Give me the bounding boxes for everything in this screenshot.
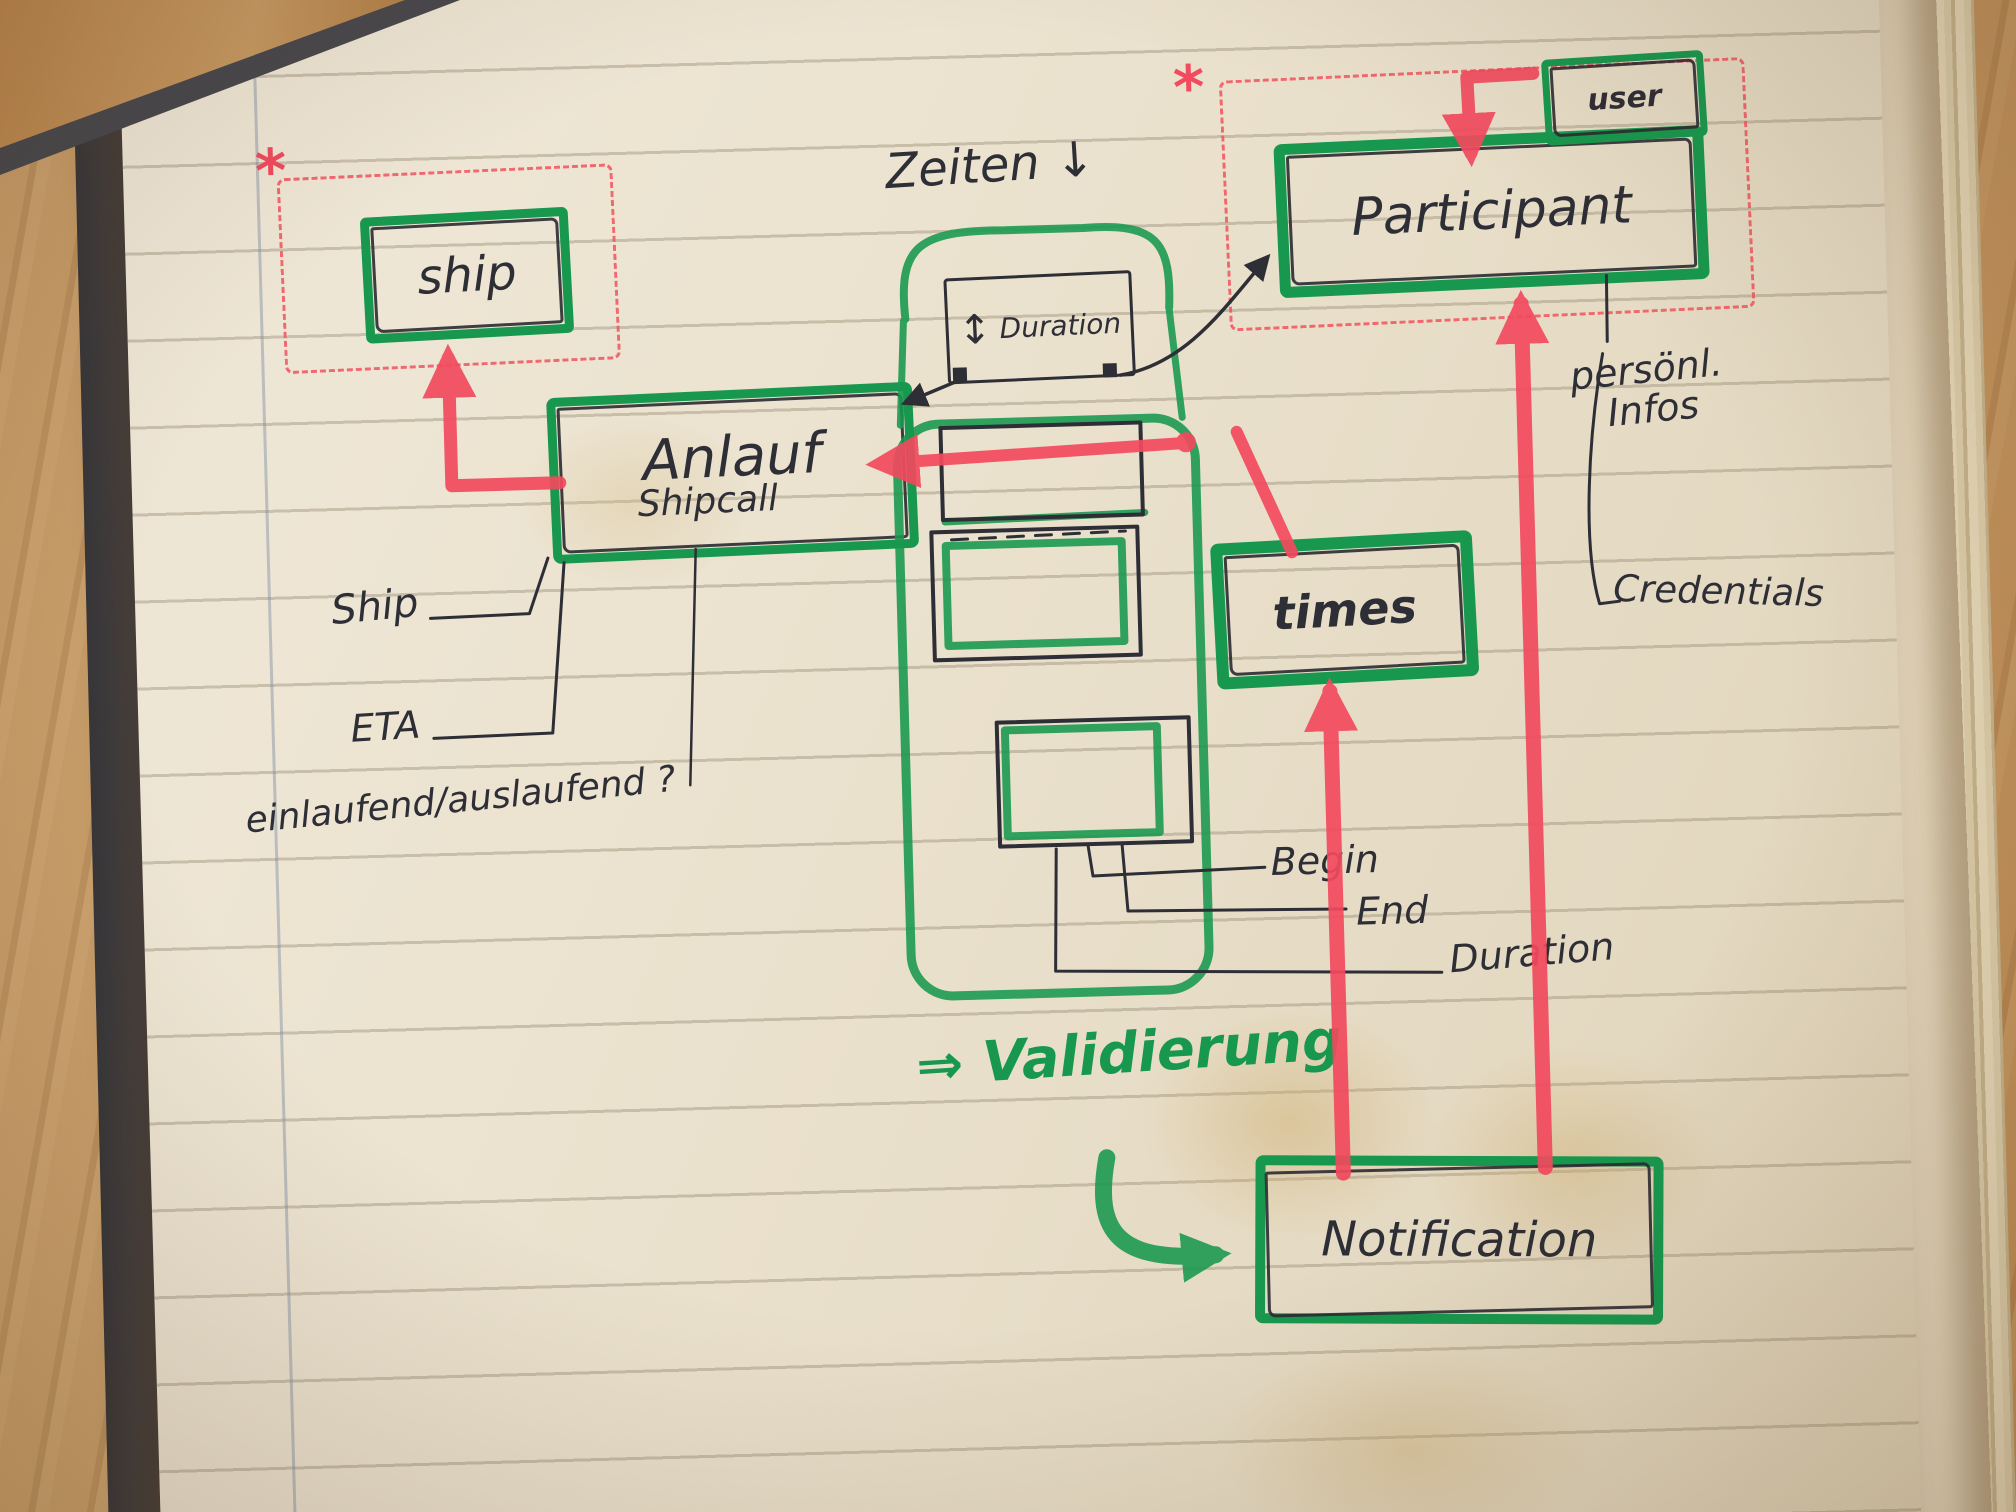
attr-eta: ETA bbox=[349, 702, 422, 751]
ship-entity-box: ship bbox=[359, 206, 575, 344]
shipcall-entity-box: Anlauf Shipcall bbox=[546, 381, 920, 565]
zeiten-heading: Zeiten ↓ bbox=[883, 131, 1097, 201]
attr-personal-info-line2: Infos bbox=[1605, 382, 1702, 436]
time-row-b-outline bbox=[929, 524, 1143, 663]
eta-attr-connector bbox=[432, 561, 566, 740]
asterisk-participant: * bbox=[1172, 52, 1206, 124]
times-entity-box: times bbox=[1209, 529, 1480, 690]
participant-entity-box: Participant bbox=[1273, 124, 1710, 299]
row-divider-dashed bbox=[950, 529, 1127, 542]
duration-field-label: Duration bbox=[998, 306, 1122, 346]
notification-entity-box: Notification bbox=[1255, 1155, 1664, 1325]
times-box-label: times bbox=[1271, 579, 1419, 641]
time-row-c-outline bbox=[994, 715, 1195, 849]
attr-in-out: einlaufend/auslaufend ? bbox=[243, 758, 678, 842]
paper-stain bbox=[1216, 1334, 1603, 1512]
attr-ship: Ship bbox=[329, 579, 421, 635]
time-row-c-green bbox=[1000, 722, 1164, 841]
times-branch-line bbox=[1230, 425, 1299, 559]
ship-attr-connector bbox=[429, 556, 550, 620]
notification-to-participant-arrow bbox=[1495, 289, 1553, 1175]
green-marker-strokes bbox=[892, 223, 1232, 1283]
duration-field-box: ↕ Duration bbox=[943, 270, 1136, 385]
begin-connector bbox=[1086, 844, 1267, 878]
time-row-a-outline bbox=[938, 420, 1145, 523]
validation-curved-arrow bbox=[1095, 1149, 1232, 1283]
attr-credentials: Credentials bbox=[1612, 566, 1825, 615]
in-out-connector bbox=[689, 547, 697, 787]
times-group-outline bbox=[892, 413, 1214, 1001]
bracket-right-leg bbox=[1165, 306, 1186, 421]
participant-box-label: Participant bbox=[1350, 175, 1634, 248]
user-entity-box: user bbox=[1540, 49, 1709, 146]
time-row-a-underline bbox=[941, 508, 1149, 526]
times-line-dot bbox=[1175, 432, 1196, 453]
attr-duration: Duration bbox=[1447, 924, 1616, 982]
updown-arrow-icon: ↕ bbox=[957, 306, 993, 354]
shipcall-box-sublabel: Shipcall bbox=[636, 477, 779, 526]
ship-box-label: ship bbox=[415, 244, 519, 306]
times-to-shipcall-arrow bbox=[865, 434, 1183, 489]
user-box-label: user bbox=[1586, 78, 1663, 118]
shipcall-to-ship-arrow bbox=[422, 343, 567, 493]
validierung-note: ⇒ Validierung bbox=[914, 1007, 1344, 1100]
notification-box-label: Notification bbox=[1321, 1211, 1598, 1269]
attr-begin: Begin bbox=[1270, 837, 1380, 885]
time-row-b-green bbox=[941, 537, 1129, 650]
notebook-page: * * ship Participant user Anlauf Shipcal… bbox=[118, 0, 1922, 1512]
attr-personal-info: persönl. Infos bbox=[1568, 340, 1728, 437]
asterisk-ship: * bbox=[254, 136, 288, 208]
notification-to-times-arrow bbox=[1304, 677, 1359, 1181]
attr-end: End bbox=[1355, 887, 1429, 934]
